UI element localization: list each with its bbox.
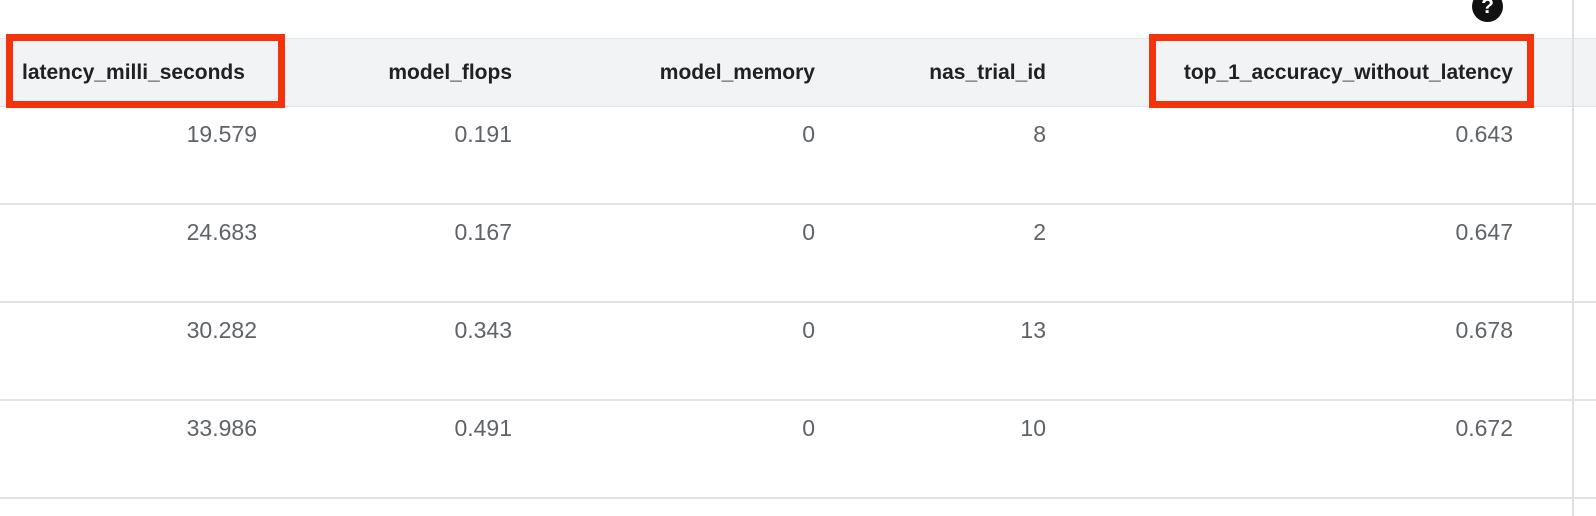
help-icon[interactable]: ? bbox=[1472, 0, 1503, 22]
column-header-model-memory[interactable]: model_memory bbox=[659, 61, 815, 84]
column-divider bbox=[1572, 0, 1574, 516]
column-header-model-flops[interactable]: model_flops bbox=[388, 61, 512, 84]
cell-latency-milli-seconds: 24.683 bbox=[186, 219, 257, 245]
cell-nas-trial-id: 2 bbox=[1033, 219, 1046, 245]
cell-model-memory: 0 bbox=[802, 219, 815, 245]
cell-top-1-accuracy-without-latency: 0.672 bbox=[1455, 415, 1513, 441]
next-column-header-partial[interactable] bbox=[1574, 38, 1596, 107]
cell-top-1-accuracy-without-latency: 0.678 bbox=[1455, 317, 1513, 343]
cell-latency-milli-seconds: 30.282 bbox=[186, 317, 257, 343]
table-row[interactable]: 33.986 0.491 0 10 0.672 bbox=[0, 401, 1596, 499]
cell-model-memory: 0 bbox=[802, 317, 815, 343]
cell-latency-milli-seconds: 33.986 bbox=[186, 415, 257, 441]
table-header-row: latency_milli_seconds model_flops model_me… bbox=[0, 38, 1596, 107]
column-header-nas-trial-id[interactable]: nas_trial_id bbox=[929, 61, 1046, 84]
cell-model-memory: 0 bbox=[802, 415, 815, 441]
cell-top-1-accuracy-without-latency: 0.647 bbox=[1455, 219, 1513, 245]
cell-latency-milli-seconds: 19.579 bbox=[186, 121, 257, 147]
cell-model-flops: 0.191 bbox=[454, 121, 512, 147]
cell-model-flops: 0.343 bbox=[454, 317, 512, 343]
cell-nas-trial-id: 10 bbox=[1020, 415, 1046, 441]
column-header-top-1-accuracy-without-latency[interactable]: top_1_accuracy_without_latency bbox=[1183, 61, 1513, 84]
cell-nas-trial-id: 13 bbox=[1020, 317, 1046, 343]
table-body: 19.579 0.191 0 8 0.643 24.683 0.167 0 2 0.647 30.2… bbox=[0, 107, 1596, 516]
cell-model-flops: 0.491 bbox=[454, 415, 512, 441]
table-row[interactable]: 19.579 0.191 0 8 0.643 bbox=[0, 107, 1596, 205]
table-row[interactable]: 30.282 0.343 0 13 0.678 bbox=[0, 303, 1596, 401]
cell-model-flops: 0.167 bbox=[454, 219, 512, 245]
cell-nas-trial-id: 8 bbox=[1033, 121, 1046, 147]
table-top-strip: ? bbox=[0, 0, 1596, 38]
table-row[interactable]: 24.683 0.167 0 2 0.647 bbox=[0, 205, 1596, 303]
cell-top-1-accuracy-without-latency: 0.643 bbox=[1455, 121, 1513, 147]
cell-model-memory: 0 bbox=[802, 121, 815, 147]
column-header-latency-milli-seconds[interactable]: latency_milli_seconds bbox=[22, 61, 245, 84]
